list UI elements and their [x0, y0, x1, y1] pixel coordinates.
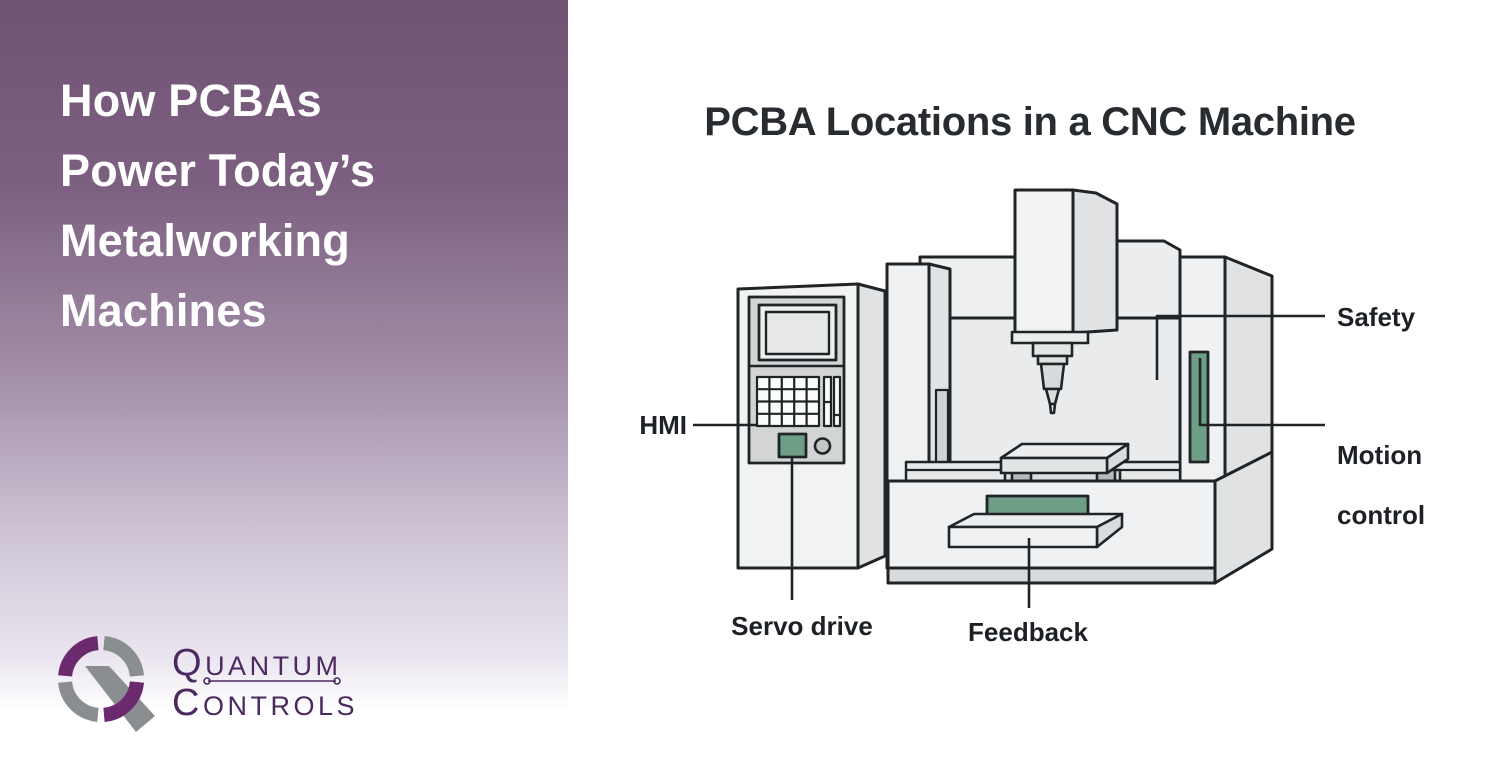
label-motion-control: Motion control — [1337, 410, 1425, 560]
title-line-3: Metalworking — [60, 215, 350, 266]
logo-divider-line — [203, 677, 341, 685]
title-line-2: Power Today’s — [60, 145, 376, 196]
logo-initial: C — [172, 682, 203, 724]
logo-initial: Q — [172, 642, 206, 684]
diagram-title: PCBA Locations in a CNC Machine — [704, 100, 1356, 144]
label-safety: Safety — [1337, 302, 1416, 332]
leader-motion-control — [1198, 358, 1325, 427]
logo-rest: UANTUM — [205, 651, 342, 681]
title-line-4: Machines — [60, 285, 267, 336]
logo-word-quantum: QUANTUM — [172, 644, 342, 682]
cabinet-knob — [813, 437, 832, 455]
quantum-controls-logo-icon — [58, 636, 155, 732]
leader-safety — [1155, 314, 1325, 380]
hmi-screen — [757, 303, 838, 362]
spindle-head — [1013, 188, 1119, 335]
logo-rest: ONTROLS — [202, 691, 358, 721]
title-line-1: How PCBAs — [60, 75, 322, 126]
label-feedback: Feedback — [968, 617, 1088, 647]
left-gradient-panel: How PCBAs Power Today’s Metalworking Mac… — [0, 0, 568, 780]
label-motion-line1: Motion — [1337, 440, 1423, 470]
leader-lines — [693, 314, 1325, 608]
logo-word-controls: CONTROLS — [172, 684, 358, 722]
control-cabinet — [736, 282, 887, 570]
feedback-platform — [947, 512, 1124, 549]
servo-drive-pcb — [777, 432, 808, 459]
label-hmi: HMI — [639, 410, 687, 440]
label-servo-drive: Servo drive — [731, 611, 873, 641]
page-title: How PCBAs Power Today’s Metalworking Mac… — [60, 66, 530, 346]
work-table — [999, 442, 1130, 483]
spindle-tool — [1010, 330, 1090, 415]
keypad — [755, 375, 821, 428]
label-motion-line2: control — [1337, 500, 1426, 530]
cnc-machine-illustration — [693, 188, 1325, 608]
slider-bars — [822, 375, 842, 428]
